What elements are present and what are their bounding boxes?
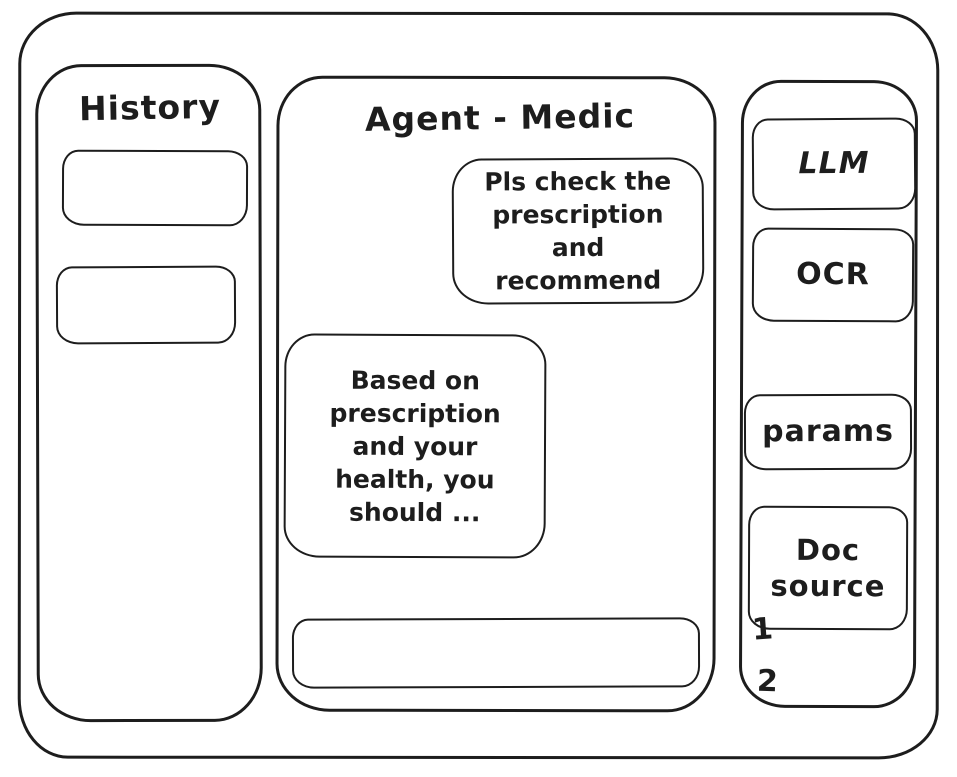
history-item[interactable] bbox=[61, 149, 249, 227]
doc-source-button[interactable]: Doc source bbox=[747, 505, 909, 631]
doc-source-item-1[interactable]: 1 bbox=[750, 611, 775, 648]
message-input[interactable] bbox=[293, 619, 699, 687]
chat-title: Agent - Medic bbox=[364, 96, 636, 139]
llm-button[interactable]: LLM bbox=[751, 117, 917, 211]
params-button[interactable]: params bbox=[743, 393, 913, 471]
history-item[interactable] bbox=[55, 265, 237, 345]
user-message-bubble: Pls check the prescription and recommend bbox=[451, 157, 705, 305]
ocr-button[interactable]: OCR bbox=[751, 227, 915, 323]
doc-source-item-2[interactable]: 2 bbox=[756, 663, 779, 700]
message-input-box[interactable] bbox=[291, 617, 701, 689]
history-title: History bbox=[78, 86, 222, 129]
assistant-message-bubble: Based on prescription and your health, y… bbox=[283, 333, 547, 559]
